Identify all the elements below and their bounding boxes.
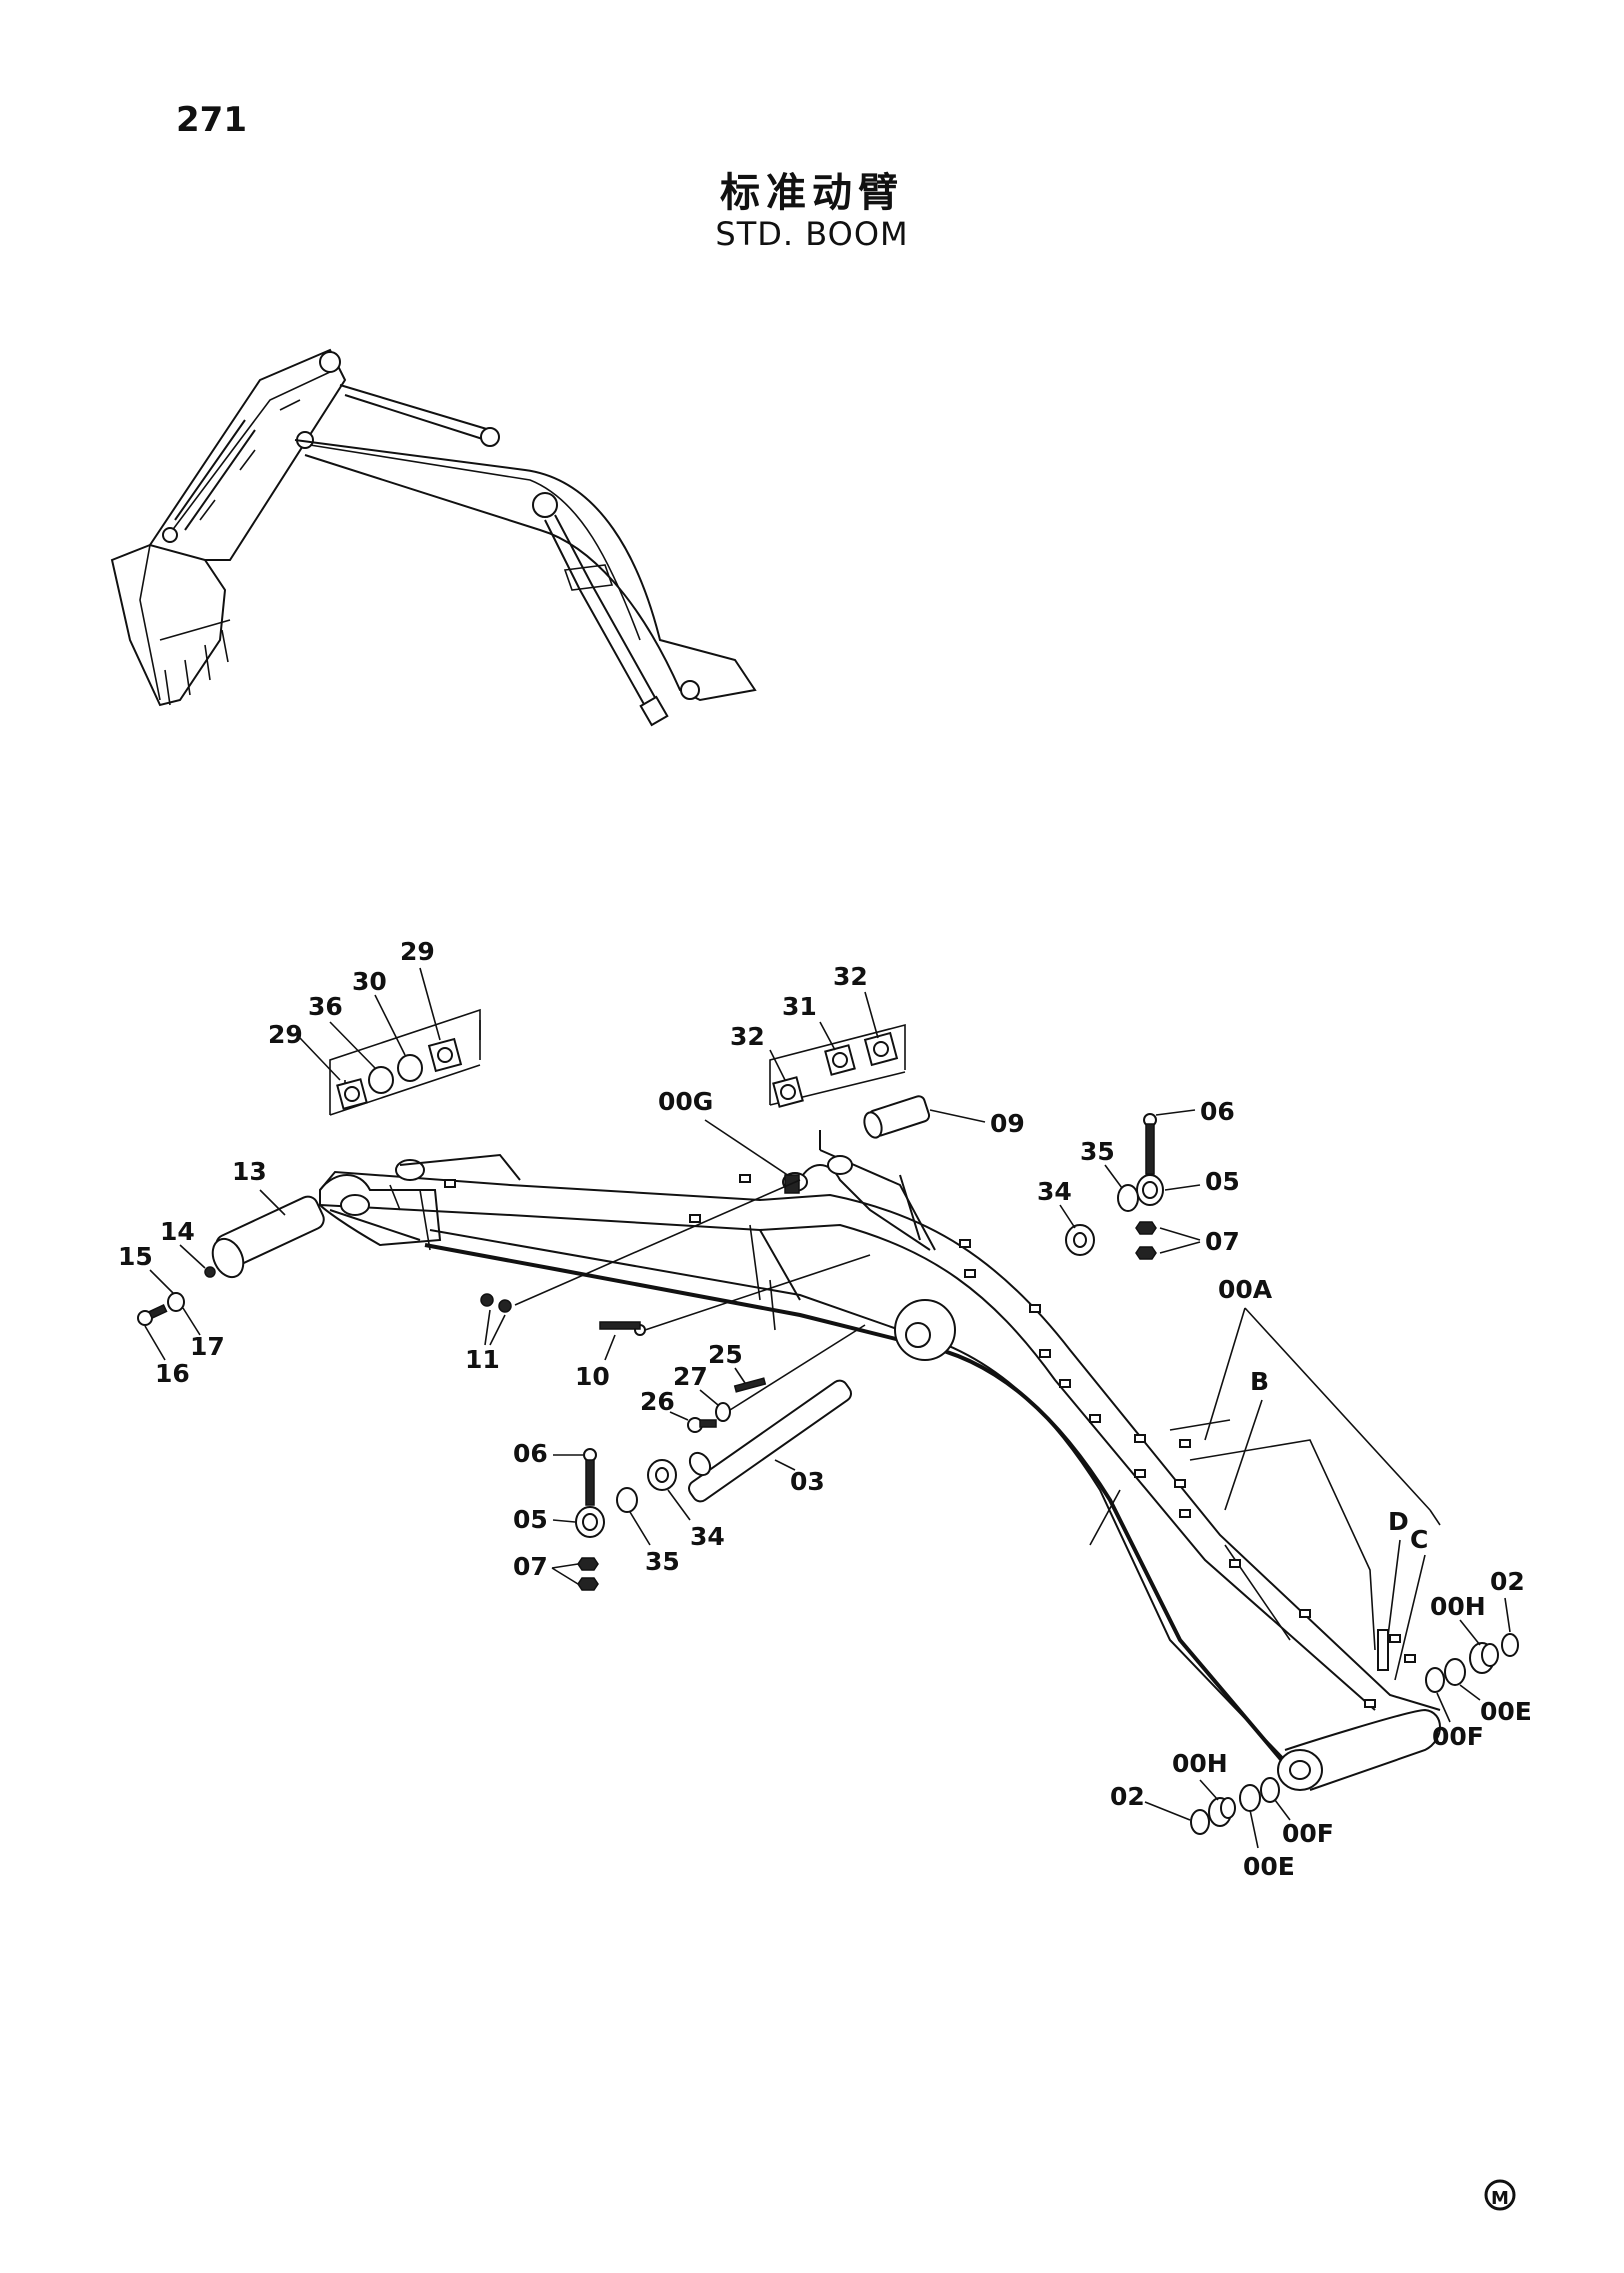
hardware-25-27-26-03: 25 27 26 03: [640, 1324, 866, 1503]
title-chinese: 标准动臂: [720, 170, 904, 216]
callout-00E-right: 00E: [1480, 1697, 1532, 1726]
callout-00H-lower: 00H: [1172, 1749, 1228, 1778]
callout-15: 15: [118, 1242, 153, 1271]
callout-00E-lower: 00E: [1243, 1852, 1295, 1881]
callout-00H-right: 00H: [1430, 1592, 1486, 1621]
pin-assembly-left: 13 14 15 17 16: [118, 1157, 325, 1388]
callout-17: 17: [190, 1332, 225, 1361]
callout-36: 36: [308, 992, 343, 1021]
callout-00A: 00A: [1218, 1275, 1273, 1304]
callout-29-right: 29: [400, 937, 435, 966]
svg-text:M: M: [1491, 2188, 1509, 2209]
leader-00G: [704, 1119, 796, 1181]
hardware-lower-left: 06 05 07 35 34: [513, 1439, 725, 1591]
callout-11: 11: [465, 1345, 500, 1374]
callout-03: 03: [790, 1467, 825, 1496]
callout-25: 25: [708, 1340, 743, 1369]
callout-31: 31: [782, 992, 817, 1021]
callout-00G: 00G: [658, 1087, 713, 1116]
callout-16: 16: [155, 1359, 190, 1388]
callout-14: 14: [160, 1217, 195, 1246]
callout-10: 10: [575, 1362, 610, 1391]
part-09-pin: 09: [863, 1095, 1025, 1139]
footer-mark: M: [1484, 2179, 1516, 2211]
hardware-11-10: 11 10: [465, 1179, 871, 1391]
callout-C: C: [1410, 1525, 1428, 1554]
callout-34-upper: 34: [1037, 1177, 1072, 1206]
callout-05-upper: 05: [1205, 1167, 1240, 1196]
callout-09: 09: [990, 1109, 1025, 1138]
callout-27: 27: [673, 1362, 708, 1391]
boom-exploded-view: [319, 1130, 1441, 1791]
callout-34-lower: 34: [690, 1522, 725, 1551]
callout-13: 13: [232, 1157, 267, 1186]
callout-06-upper: 06: [1200, 1097, 1235, 1126]
callout-32-right: 32: [833, 962, 868, 991]
callout-26: 26: [640, 1387, 675, 1416]
callout-35-lower: 35: [645, 1547, 680, 1576]
callout-05-lower: 05: [513, 1505, 548, 1534]
callout-02-right: 02: [1490, 1567, 1525, 1596]
callout-00F-lower: 00F: [1282, 1819, 1334, 1848]
callout-07-upper: 07: [1205, 1227, 1240, 1256]
callout-30: 30: [352, 967, 387, 996]
callout-35-upper: 35: [1080, 1137, 1115, 1166]
callout-07-lower: 07: [513, 1552, 548, 1581]
shim-group-left: 29 36 30 29: [268, 937, 481, 1116]
callout-02-lower: 02: [1110, 1782, 1145, 1811]
bushing-group-lower: 00H 02 00F 00E: [1110, 1749, 1334, 1881]
page-number: 271: [176, 100, 247, 140]
callout-D: D: [1388, 1507, 1409, 1536]
title-english: STD. BOOM: [715, 215, 909, 253]
callout-B: B: [1250, 1367, 1269, 1396]
callout-00F-right: 00F: [1432, 1722, 1484, 1751]
hardware-upper-right: 06 05 35 34 07: [1037, 1097, 1240, 1260]
overview-sketch: [110, 348, 757, 727]
bushing-group-right: 00H 02 00E 00F: [1425, 1567, 1532, 1751]
callouts-00A-B-C-D: 00A B D C: [1204, 1275, 1441, 1681]
callout-06-lower: 06: [513, 1439, 548, 1468]
callout-32-left: 32: [730, 1022, 765, 1051]
callout-29-left: 29: [268, 1020, 303, 1049]
shim-group-centre: 32 31 32: [730, 962, 906, 1108]
